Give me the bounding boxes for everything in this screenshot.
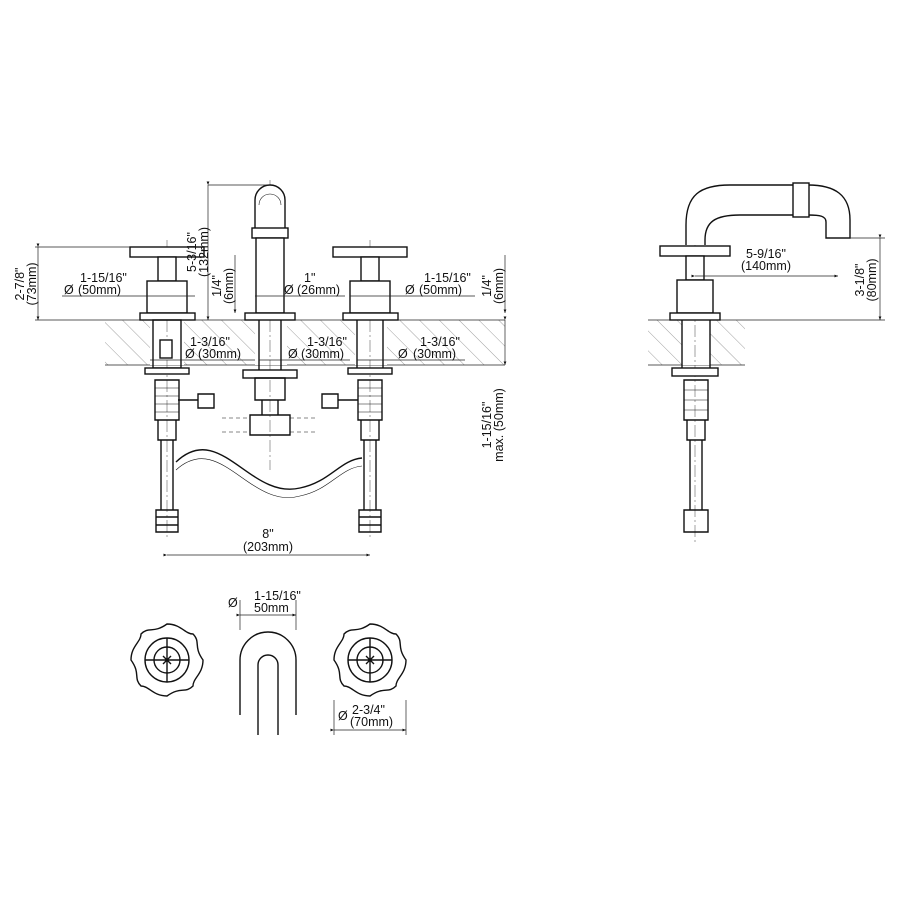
right-handle-dia-mm: (50mm) (419, 283, 462, 297)
hole-center-in: 1-3/16" (307, 335, 347, 349)
deck-thickness-left-mm: (6mm) (222, 268, 236, 304)
right-handle-dia-in: 1-15/16" (424, 271, 471, 285)
left-handle-top (130, 623, 204, 697)
diameter-symbol: Ø (338, 709, 348, 723)
handle-height-mm: (73mm) (25, 262, 39, 305)
hole-left-in: 1-3/16" (190, 335, 230, 349)
hose (175, 449, 363, 490)
hole-right-in: 1-3/16" (420, 335, 460, 349)
left-cross-handle (129, 240, 215, 540)
right-cross-handle (321, 240, 408, 540)
spout-height-mm: (132mm) (197, 227, 211, 277)
left-handle-dia-mm: (50mm) (78, 283, 121, 297)
deck-thickness-right-mm: (6mm) (492, 268, 506, 304)
spout (222, 180, 318, 470)
diameter-symbol: Ø (228, 596, 238, 610)
left-handle-dia-in: 1-15/16" (80, 271, 127, 285)
side-view: 5-9/16" (140mm) 3-1/8" (80mm) (648, 182, 885, 545)
spout-dia-mm: (26mm) (297, 283, 340, 297)
spout-clearance-mm: (80mm) (865, 258, 879, 301)
diameter-symbol: Ø (185, 347, 195, 361)
hole-center-mm: (30mm) (301, 347, 344, 361)
spout-height-in: 5-3/16" (185, 232, 199, 272)
deck-thickness-left-in: 1/4" (210, 275, 224, 297)
spread-mm: (203mm) (243, 540, 293, 554)
spout-top-dia-in: 1-15/16" (254, 589, 301, 603)
hole-left-mm: (30mm) (198, 347, 241, 361)
diameter-symbol: Ø (405, 283, 415, 297)
deck-thickness-right-in: 1/4" (480, 275, 494, 297)
spout-clearance-in: 3-1/8" (853, 264, 867, 297)
spout-dia-in: 1" (304, 271, 315, 285)
spread-in: 8" (262, 527, 273, 541)
right-handle-top (333, 623, 407, 697)
max-deck-in: 1-15/16" (480, 402, 494, 449)
handle-top-dia-in: 2-3/4" (352, 703, 385, 717)
diameter-symbol: Ø (288, 347, 298, 361)
reach-mm: (140mm) (741, 259, 791, 273)
reach-in: 5-9/16" (746, 247, 786, 261)
diameter-symbol: Ø (284, 283, 294, 297)
diameter-symbol: Ø (64, 283, 74, 297)
handle-top-dia-mm: (70mm) (350, 715, 393, 729)
spout-top: 1-15/16" Ø 50mm (228, 589, 301, 735)
hole-right-mm: (30mm) (413, 347, 456, 361)
front-view: 5-3/16" (132mm) 2-7/8" (73mm) 1-15/16" Ø… (13, 180, 507, 557)
top-view: 1-15/16" Ø 50mm 2-3/4" Ø (70mm) (130, 589, 407, 735)
spout-top-dia-mm: 50mm (254, 601, 289, 615)
max-deck-mm: max. (50mm) (492, 388, 506, 462)
handle-height-in: 2-7/8" (13, 268, 27, 301)
diameter-symbol: Ø (398, 347, 408, 361)
